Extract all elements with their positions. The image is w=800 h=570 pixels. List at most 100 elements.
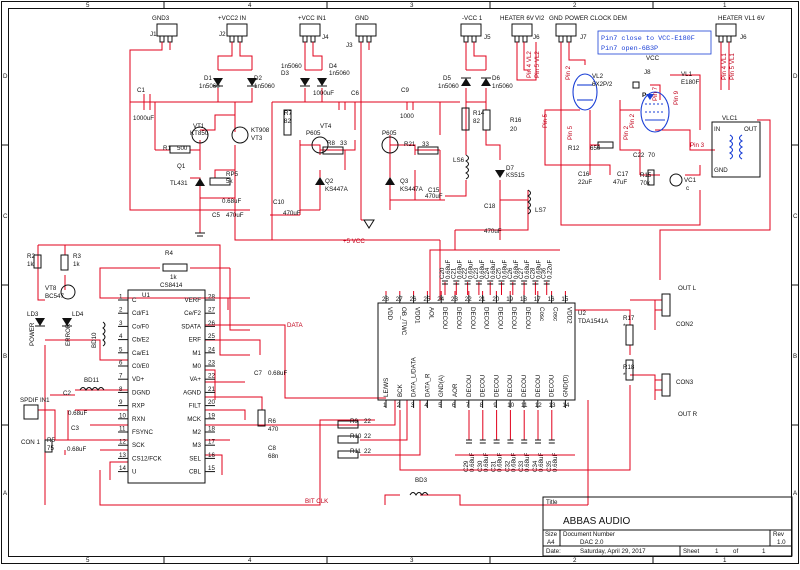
u2-bottom-cap-val: 0.68uF <box>469 453 476 472</box>
svg-text:Document Number: Document Number <box>563 531 615 538</box>
svg-text:70: 70 <box>648 152 655 159</box>
u1-pin-number: 15 <box>208 465 215 472</box>
u2-pin-number: 24 <box>437 296 444 303</box>
svg-text:LS6: LS6 <box>453 157 465 164</box>
svg-text:Size: Size <box>545 531 558 538</box>
u2-pin-number: 2 <box>397 402 401 409</box>
u2-pin-name: DECOU <box>507 375 514 397</box>
title-block: Title ABBAS AUDIO Size A4 Document Numbe… <box>542 496 793 557</box>
svg-text:OUT L: OUT L <box>678 285 697 292</box>
svg-text:1n5060: 1n5060 <box>199 83 220 90</box>
u2-pin-number: 14 <box>562 402 569 409</box>
u2-top-cap-ref: C20 <box>439 267 446 279</box>
svg-text:1n5060: 1n5060 <box>329 70 350 77</box>
svg-text:1n5060: 1n5060 <box>254 83 275 90</box>
svg-text:22: 22 <box>364 418 371 425</box>
u2-pin-number: 20 <box>492 296 499 303</box>
u1-pin-number: 16 <box>208 452 215 459</box>
svg-text:-VCC 1: -VCC 1 <box>462 15 483 22</box>
u2-pin-name: DECOU <box>535 375 542 397</box>
svg-text:CS8414: CS8414 <box>160 282 183 289</box>
svg-text:22: 22 <box>364 433 371 440</box>
u2-top-cap-val: 0.68uF <box>479 260 486 279</box>
svg-text:R21: R21 <box>404 141 416 148</box>
svg-text:BD3: BD3 <box>415 477 428 484</box>
svg-text:Pin7 close to VCC-E180F: Pin7 close to VCC-E180F <box>601 35 695 43</box>
u1-pin-number: 25 <box>208 333 215 340</box>
power-labels: D1 1n5060 D2 1n5060 1n5060 D3 D4 1n5060 … <box>133 63 547 245</box>
connector-j5: -VCC 1 J5 <box>460 15 491 43</box>
svg-text:VT8: VT8 <box>45 285 57 292</box>
u2-chip: 28VDD27OB_/TWC26VDD125AOL24DECOU23DECOU2… <box>377 249 576 472</box>
svg-text:R7: R7 <box>284 110 292 117</box>
svg-text:U1: U1 <box>142 292 150 299</box>
svg-text:470: 470 <box>268 426 279 433</box>
svg-text:C15: C15 <box>428 187 440 194</box>
svg-text:500: 500 <box>177 145 188 152</box>
svg-text:D4: D4 <box>329 63 337 70</box>
u1-pin-number: 26 <box>208 320 215 327</box>
col-label: 5 <box>86 2 90 9</box>
connector-j6-heater: HEATER 6V VI2 J6 <box>500 15 545 43</box>
svg-text:22uF: 22uF <box>578 179 592 186</box>
u1-pin-name: M1 <box>192 350 201 357</box>
svg-text:1n5060: 1n5060 <box>281 63 302 70</box>
u1-pin-number: 28 <box>208 294 215 301</box>
svg-text:1000: 1000 <box>400 113 414 120</box>
svg-text:C8: C8 <box>268 445 276 452</box>
u2-bottom-cap-ref: C31 <box>491 460 498 472</box>
tube-labels: VL2 6X2P/2 VL1 E180F VCC J8 P R12 650 C1… <box>526 51 757 192</box>
svg-text:of: of <box>733 548 738 555</box>
svg-text:Pin 7: Pin 7 <box>652 86 659 101</box>
u2-pin-name: VDD <box>386 307 393 321</box>
svg-text:CON2: CON2 <box>676 321 694 328</box>
svg-text:KS447A: KS447A <box>325 186 349 193</box>
svg-text:R8: R8 <box>327 140 335 147</box>
svg-text:1000uF: 1000uF <box>313 90 334 97</box>
u2-pin-name: DECOU <box>524 307 531 329</box>
connector-j7: GND POWER CLOCK DEM J7 <box>549 15 627 43</box>
u2-pin-number: 17 <box>534 296 541 303</box>
u2-pin-name: DECOU <box>483 307 490 329</box>
u1-pin-number: 6 <box>119 360 123 367</box>
u2-pin-number: 19 <box>506 296 513 303</box>
svg-text:VL2: VL2 <box>592 73 604 80</box>
svg-text:Pin 5 VL2: Pin 5 VL2 <box>534 51 541 78</box>
svg-text:Title: Title <box>546 499 558 506</box>
u2-bottom-cap-val: 0.68uF <box>538 453 545 472</box>
u2-pin-name: DECOU <box>496 307 503 329</box>
u2-pin-number: 13 <box>549 402 556 409</box>
svg-text:J7: J7 <box>580 34 587 41</box>
svg-text:J5: J5 <box>484 34 491 41</box>
u1-pin-number: 13 <box>119 452 126 459</box>
u2-pin-name: VDD1 <box>414 307 421 324</box>
u1-pin-name: Cd/F1 <box>132 310 149 317</box>
u1-pin-name: SEL <box>189 455 201 462</box>
u2-top-cap-val: 0.68uF <box>535 260 542 279</box>
svg-text:1000uF: 1000uF <box>133 115 154 122</box>
svg-text:33: 33 <box>422 141 429 148</box>
svg-text:Sheet: Sheet <box>683 548 699 555</box>
u1-pin-name: Co/F0 <box>132 323 149 330</box>
svg-text:R9: R9 <box>350 418 358 425</box>
u1-pin-number: 4 <box>119 333 123 340</box>
u1-pin-number: 1 <box>119 294 123 301</box>
tube-note: Pin7 close to VCC-E180F Pin7 open-6B3P <box>597 30 712 55</box>
svg-text:D2: D2 <box>254 75 262 82</box>
row-label: B <box>793 353 797 360</box>
svg-text:C2: C2 <box>63 390 71 397</box>
svg-text:Pin 5 VL1: Pin 5 VL1 <box>729 53 736 80</box>
svg-text:R3: R3 <box>73 253 81 260</box>
svg-text:CON3: CON3 <box>676 379 694 386</box>
svg-text:TL431: TL431 <box>170 180 188 187</box>
svg-text:A4: A4 <box>547 539 555 546</box>
u2-pin-number: 15 <box>561 296 568 303</box>
u2-pin-number: 7 <box>466 402 470 409</box>
svg-text:R14: R14 <box>473 110 485 117</box>
svg-text:1k: 1k <box>73 261 80 268</box>
svg-text:J1: J1 <box>150 31 157 38</box>
svg-text:R2: R2 <box>27 253 35 260</box>
svg-text:D1: D1 <box>204 75 212 82</box>
svg-text:82: 82 <box>284 118 291 125</box>
svg-text:KS515: KS515 <box>506 172 525 179</box>
